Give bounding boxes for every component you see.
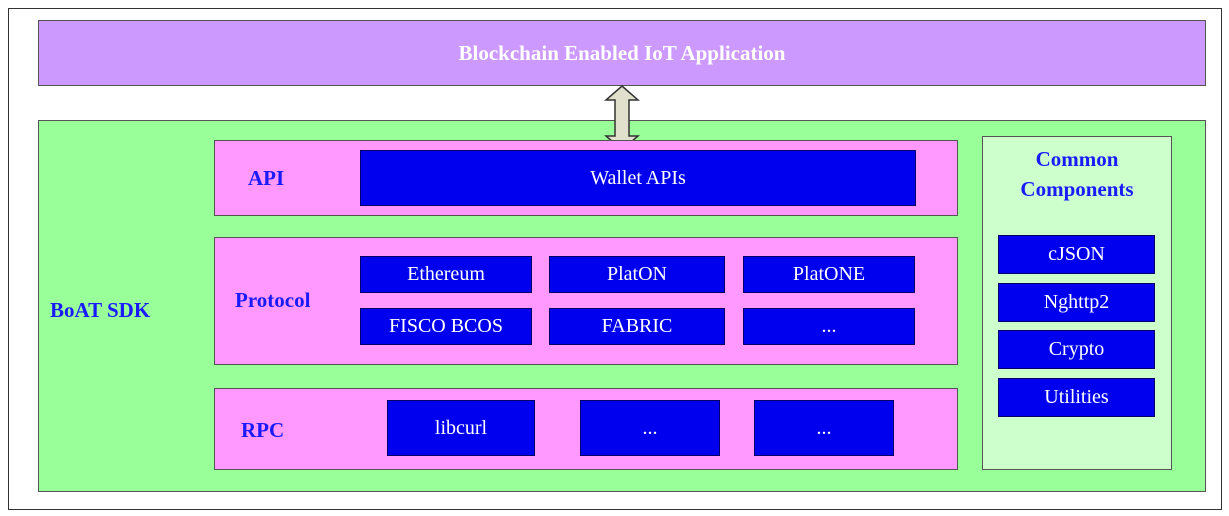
protocol-block-fisco-bcos: FISCO BCOS bbox=[360, 308, 532, 345]
iot-application-layer: Blockchain Enabled IoT Application bbox=[38, 20, 1206, 86]
rpc-layer-label: RPC bbox=[241, 418, 285, 442]
protocol-block-platon: PlatON bbox=[549, 256, 725, 293]
component-cjson: cJSON bbox=[998, 235, 1155, 274]
common-components-title-line1: Common bbox=[1035, 147, 1119, 171]
wallet-apis-block: Wallet APIs bbox=[360, 150, 916, 206]
rpc-block-libcurl: libcurl bbox=[387, 400, 535, 456]
rpc-block-more-1: ... bbox=[580, 400, 720, 456]
protocol-layer-label: Protocol bbox=[235, 288, 311, 312]
rpc-block-more-2: ... bbox=[754, 400, 894, 456]
protocol-block-fabric: FABRIC bbox=[549, 308, 725, 345]
protocol-block-platone: PlatONE bbox=[743, 256, 915, 293]
boat-sdk-label: BoAT SDK bbox=[50, 298, 151, 322]
component-utilities: Utilities bbox=[998, 378, 1155, 417]
component-nghttp2: Nghttp2 bbox=[998, 283, 1155, 322]
api-layer-label: API bbox=[248, 166, 285, 190]
component-crypto: Crypto bbox=[998, 330, 1155, 369]
protocol-block-ethereum: Ethereum bbox=[360, 256, 532, 293]
iot-application-label: Blockchain Enabled IoT Application bbox=[458, 40, 786, 65]
common-components-title-line2: Components bbox=[1020, 177, 1134, 201]
protocol-block-more: ... bbox=[743, 308, 915, 345]
common-components-title: Common Components bbox=[982, 144, 1172, 204]
